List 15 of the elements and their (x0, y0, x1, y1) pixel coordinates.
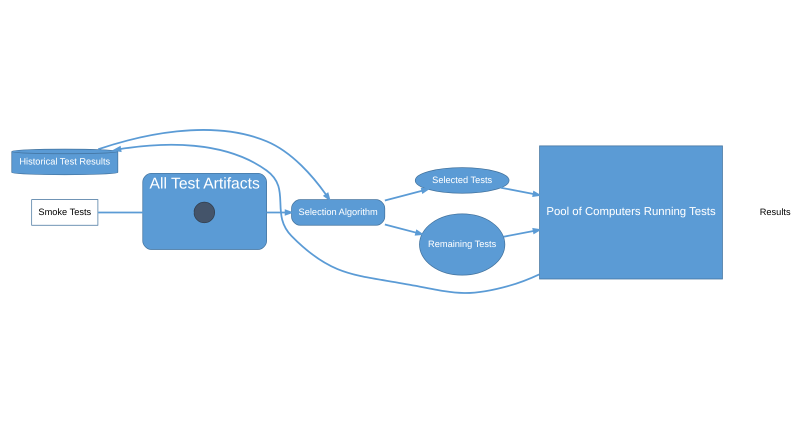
node-box: Smoke Tests (31, 199, 98, 226)
arrow (503, 228, 542, 238)
arrow (384, 224, 424, 236)
node-box: Selection Algorithm (291, 199, 386, 226)
connector (98, 212, 194, 214)
arrow (98, 129, 331, 202)
node-circle (194, 202, 215, 224)
arrow (266, 209, 294, 216)
node-box: Pool of Computers Running Tests (539, 146, 723, 280)
arrow (384, 188, 430, 202)
label: Results (760, 206, 791, 217)
node-ellipse: Remaining Tests (419, 214, 506, 276)
arrow (500, 186, 542, 197)
arrow (112, 144, 540, 294)
cluster: All Test Artifacts (142, 172, 267, 250)
